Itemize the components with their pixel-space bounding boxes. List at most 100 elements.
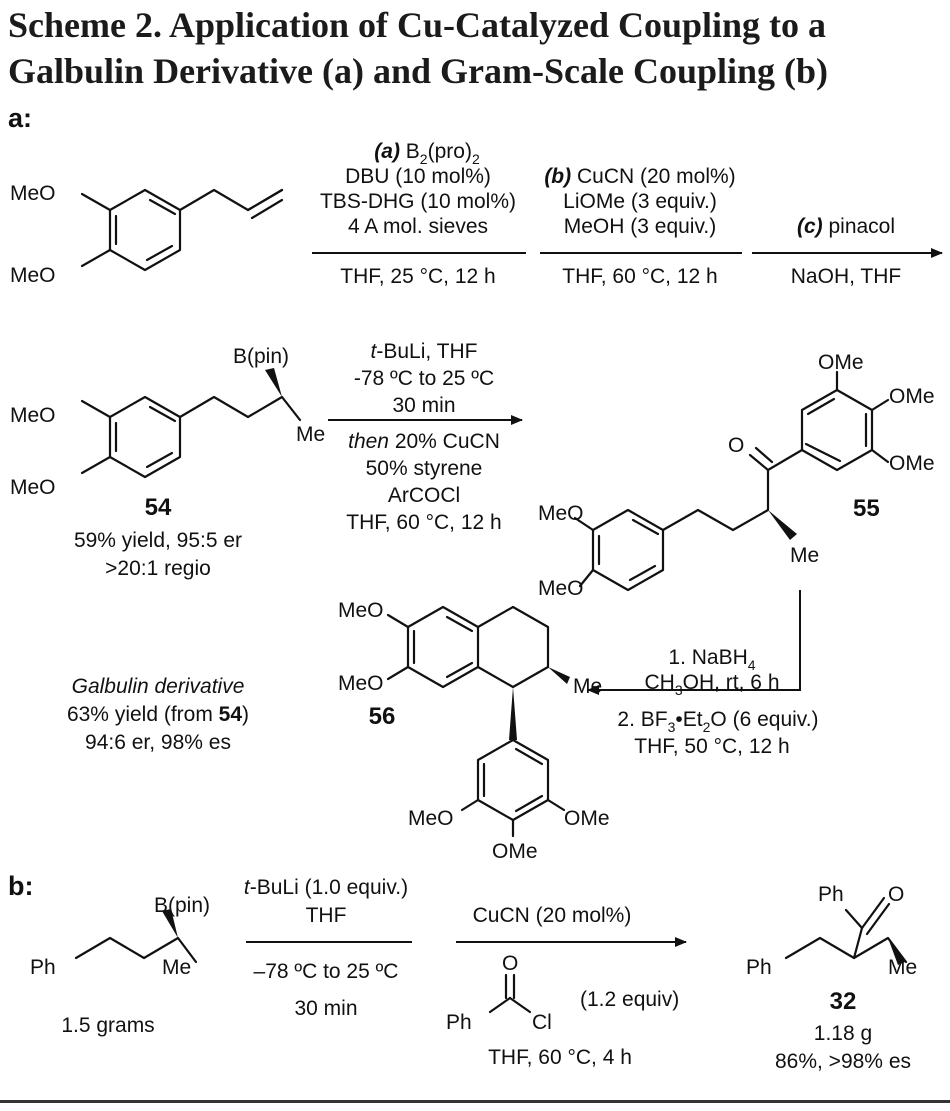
- scheme-title-line-1: Scheme 2. Application of Cu-Catalyzed Co…: [8, 5, 827, 45]
- step-c-tag: (c): [797, 215, 823, 238]
- step-b-tag: (b): [544, 165, 571, 188]
- step-b-reagent-3: MeOH (3 equiv.): [564, 215, 717, 238]
- compound-32-me: Me: [888, 956, 917, 979]
- step-e-arrow: [587, 590, 801, 695]
- panel-b-step-2-equiv: (1.2 equiv): [580, 988, 679, 1011]
- step-d-tbu-rest: -BuLi, THF: [376, 340, 477, 363]
- step-b-reagent-1: (b) CuCN (20 mol%): [544, 165, 735, 188]
- step-d-reagent-1: t-BuLi, THF: [371, 340, 478, 363]
- panel-b-step-1-reagent-3: –78 ºC to 25 ºC: [254, 960, 399, 983]
- compound-54-meo-1: MeO: [10, 404, 56, 427]
- step-a-reagent-2: DBU (10 mol%): [345, 165, 491, 188]
- compound-56-yield-c: ): [242, 703, 249, 726]
- step-c-conditions: NaOH, THF: [791, 265, 901, 288]
- compound-32-ph-left: Ph: [746, 956, 772, 979]
- step-a-reagent-3: TBS-DHG (10 mol%): [320, 190, 516, 213]
- compound-32-mass: 1.18 g: [814, 1022, 872, 1045]
- step-e-ch-tail: OH, rt, 6 h: [683, 671, 780, 694]
- compound-56-structure: [386, 605, 570, 838]
- step-e-bf: 2. BF: [617, 708, 667, 731]
- compound-55-structure: [573, 370, 890, 592]
- compound-56-me: Me: [573, 675, 602, 698]
- benzoyl-chloride-structure: [488, 973, 532, 1014]
- step-a-reagent-sub: 2: [420, 151, 428, 167]
- step-c-reagent-text: pinacol: [823, 215, 895, 238]
- step-d-then-italic: then: [348, 430, 389, 453]
- benzoyl-chloride-ph: Ph: [446, 1011, 472, 1034]
- compound-55-meo-2: MeO: [538, 577, 584, 600]
- compound-56-ome-1: OMe: [564, 807, 610, 830]
- step-d-reagent-5: 50% styrene: [366, 457, 483, 480]
- step-d-tbu-italic: t: [371, 340, 378, 363]
- compound-56-meo-1: MeO: [338, 599, 384, 622]
- step-e-ch: CH: [645, 671, 675, 694]
- step-e-nabh-sub: 4: [748, 657, 756, 673]
- step-a-reagent-1: (a) B2(pro)2: [374, 140, 480, 167]
- panel-b-step-1-reagent-2: THF: [306, 904, 347, 927]
- compound-54-yield: 59% yield, 95:5 er: [74, 529, 242, 552]
- panel-b-boronate-structure: [74, 909, 198, 964]
- compound-54-number: 54: [145, 494, 172, 521]
- panel-b-label: b:: [8, 871, 33, 901]
- bottom-rule: [0, 1100, 950, 1103]
- panel-b-start-amount: 1.5 grams: [61, 1014, 154, 1037]
- step-d-reagent-4: then 20% CuCN: [348, 430, 500, 453]
- meo-label-1: MeO: [10, 182, 56, 205]
- step-a-reagent-tail: (pro): [428, 140, 472, 163]
- step-a-reagent-tail-sub: 2: [472, 151, 480, 167]
- step-d-reagent-3: 30 min: [392, 394, 455, 417]
- compound-55-ome-right: OMe: [889, 385, 935, 408]
- panel-b-step-2-reagent-1: CuCN (20 mol%): [473, 904, 632, 927]
- step-e-nabh: 1. NaBH: [668, 646, 747, 669]
- compound-55-ome-top: OMe: [818, 351, 864, 374]
- panel-b-step-1-reagent-4: 30 min: [294, 997, 357, 1020]
- step-a-reagent-base: B: [406, 140, 420, 163]
- panel-b-step-2-reagent-3: THF, 60 °C, 4 h: [488, 1046, 632, 1069]
- step-e-reagent-1: 1. NaBH4: [668, 646, 755, 673]
- step-e-et-sub: 2: [703, 719, 711, 735]
- panel-b-tbu-italic: t: [244, 876, 251, 899]
- step-e-bf-tail: O (6 equiv.): [710, 708, 818, 731]
- compound-56-yield-b: 54: [219, 703, 243, 726]
- step-d-reagent-7: THF, 60 °C, 12 h: [346, 511, 501, 534]
- compound-32-number: 32: [830, 988, 857, 1015]
- step-e-reagent-2: CH3OH, rt, 6 h: [645, 671, 780, 698]
- compound-56-me-hash: [548, 667, 570, 684]
- compound-32-structure: [784, 896, 908, 965]
- compound-56-number: 56: [369, 703, 396, 730]
- compound-56-meo-3: MeO: [408, 807, 454, 830]
- step-b-reagent-2: LiOMe (3 equiv.): [563, 190, 717, 213]
- compound-56-yield: 63% yield (from 54): [67, 703, 249, 726]
- compound-56-name: Galbulin derivative: [72, 675, 245, 698]
- starting-alkene-structure: [80, 188, 284, 272]
- compound-55-me: Me: [790, 544, 819, 567]
- step-e-reagent-3: 2. BF3•Et2O (6 equiv.): [617, 708, 818, 735]
- meo-label-2: MeO: [10, 264, 56, 287]
- compound-54-meo-2: MeO: [10, 476, 56, 499]
- compound-32-ph-top: Ph: [818, 883, 844, 906]
- step-a-tag: (a): [374, 140, 400, 163]
- panel-b-tbu-rest: -BuLi (1.0 equiv.): [250, 876, 408, 899]
- step-b-conditions: THF, 60 °C, 12 h: [562, 265, 717, 288]
- step-d-then-rest: 20% CuCN: [389, 430, 500, 453]
- step-a-conditions: THF, 25 °C, 12 h: [340, 265, 495, 288]
- benzoyl-chloride-cl: Cl: [532, 1011, 552, 1034]
- benzoyl-chloride-o: O: [502, 952, 518, 975]
- compound-56-ome-2: OMe: [492, 840, 538, 863]
- compound-55-carbonyl-o: O: [728, 434, 744, 457]
- panel-b-start-ph: Ph: [30, 956, 56, 979]
- panel-b-start-bpin: B(pin): [154, 894, 210, 917]
- step-d-reagent-6: ArCOCl: [388, 484, 460, 507]
- compound-56-er: 94:6 er, 98% es: [85, 731, 231, 754]
- scheme-title-line-2: Galbulin Derivative (a) and Gram-Scale C…: [8, 51, 829, 91]
- step-c-reagent: (c) pinacol: [797, 215, 895, 238]
- compound-55-number: 55: [853, 495, 880, 522]
- step-e-reagent-4: THF, 50 °C, 12 h: [634, 735, 789, 758]
- compound-56-meo-2: MeO: [338, 672, 384, 695]
- compound-55-ome-lower: OMe: [889, 452, 935, 475]
- step-b-reagent-1-text: CuCN (20 mol%): [571, 165, 736, 188]
- compound-32-o: O: [888, 883, 904, 906]
- compound-54-structure: [80, 368, 302, 479]
- step-d-reagent-2: -78 ºC to 25 ºC: [354, 367, 494, 390]
